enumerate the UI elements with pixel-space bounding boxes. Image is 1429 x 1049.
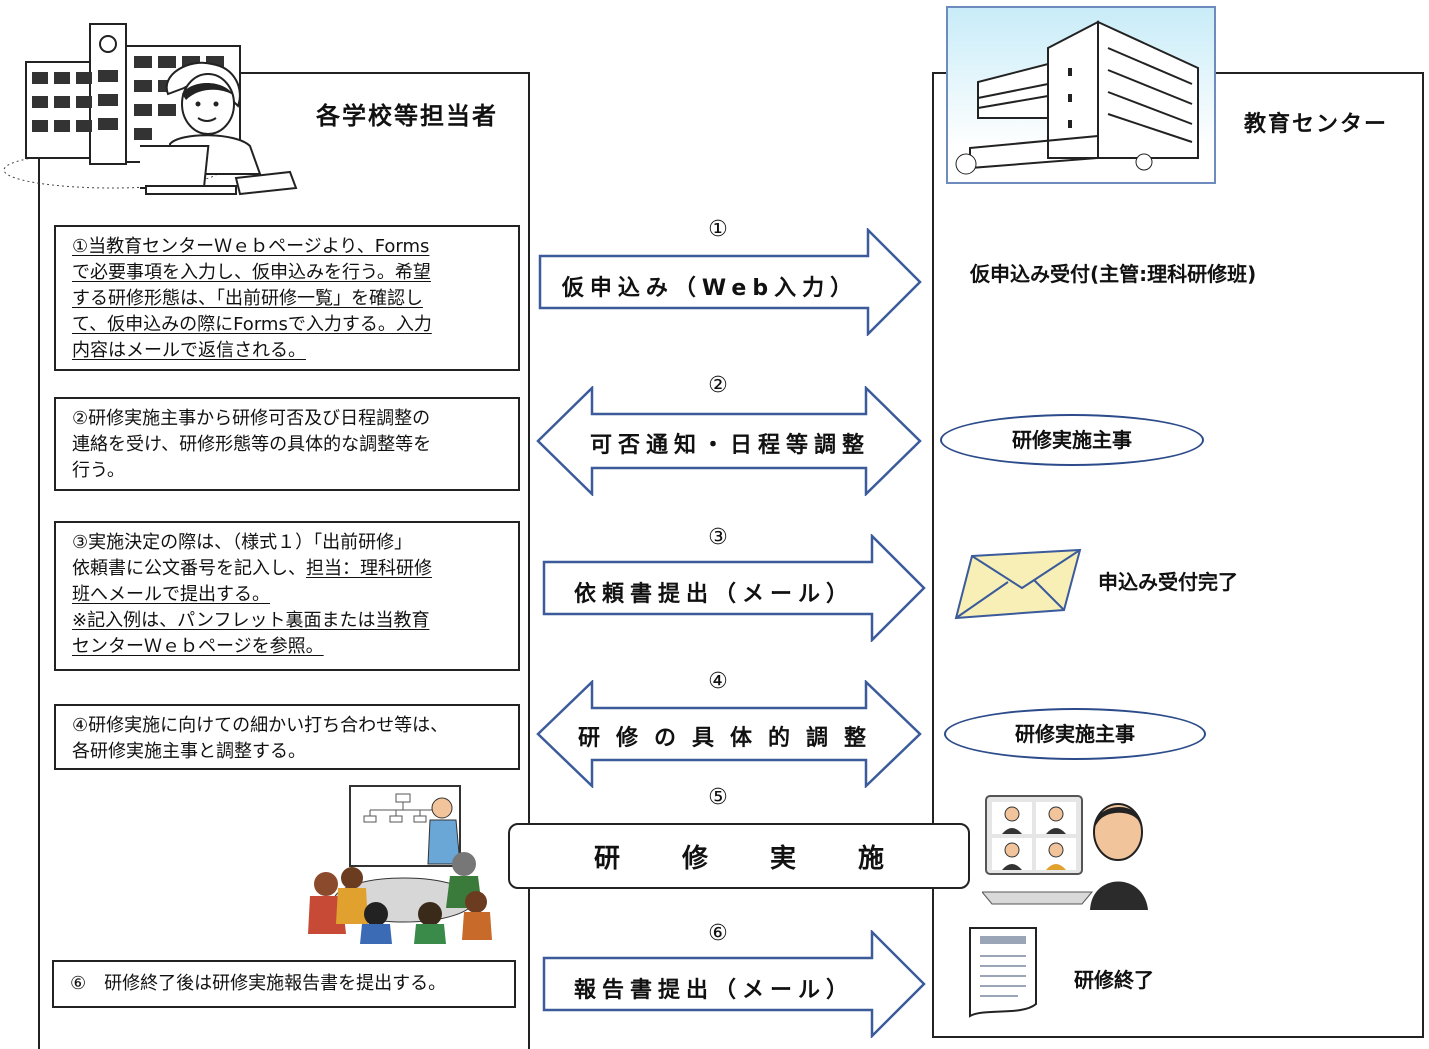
video-conference-icon [980,792,1162,912]
step1-note-line: する研修形態は、「出前研修一覧」を確認し [72,288,423,309]
teacher-laptop-icon [132,54,300,204]
step5-number: ⑤ [708,785,728,810]
step6-number: ⑥ [708,921,728,946]
step2-instructor-ellipse: 研修実施主事 [940,414,1204,466]
step4-instructor-ellipse: 研修実施主事 [944,708,1206,760]
step4-school-note: ④研修実施に向けての細かい打ち合わせ等は、 各研修実施主事と調整する。 [54,704,520,770]
step3-arrow-label: 依頼書提出（メール） [573,582,854,607]
step3-number: ③ [708,525,728,550]
document-icon [966,924,1042,1020]
step3-note-line: ※記入例は、パンフレット裏面または当教育 [72,610,430,631]
center-column-title: 教育センター [1244,112,1389,137]
step2-note-line: 連絡を受け、研修形態等の具体的な調整等を [72,434,432,455]
step3-right-arrow [542,534,926,642]
step1-note-line: で必要事項を入力し、仮申込みを行う。希望 [72,262,431,283]
step2-number: ② [708,373,728,398]
step4-note-line: ④研修実施に向けての細かい打ち合わせ等は、 [72,715,449,736]
step2-note-line: ②研修実施主事から研修可否及び日程調整の [72,408,431,429]
step1-arrow-label: 仮申込み（Web入力） [561,276,859,301]
step3-note-line: センターＷｅｂページを参照。 [72,636,324,657]
step4-number: ④ [708,669,728,694]
step2-double-arrow [536,386,922,496]
step3-note-line: 班へメールで提出する。 [72,584,270,605]
implementation-box: 研修実施 [508,823,970,889]
step1-note-line: て、仮申込みの際にFormsで入力する。入力 [72,314,432,335]
step4-note-line: 各研修実施主事と調整する。 [72,741,306,762]
step6-right-arrow [542,930,926,1038]
step1-note-line: 内容はメールで返信される。 [72,340,306,361]
step1-note-line: ①当教育センターＷｅｂページより、Forms [72,236,430,257]
envelope-icon [952,548,1084,620]
step3-note-line: 依頼書に公文番号を記入し、担当：理科研修 [72,558,432,579]
school-column-title: 各学校等担当者 [316,102,498,130]
education-center-building-icon [946,6,1216,184]
step2-note-line: 行う。 [72,460,125,481]
meeting-illustration-icon [300,784,496,944]
step6-arrow-label: 報告書提出（メール） [573,978,854,1003]
step3-note-line: ③実施決定の際は、（様式１）「出前研修」 [72,532,413,553]
step3-center-text: 申込み受付完了 [1098,570,1238,594]
step6-school-note: ⑥ 研修終了後は研修実施報告書を提出する。 [52,960,516,1008]
step1-school-note: ①当教育センターＷｅｂページより、Forms で必要事項を入力し、仮申込みを行う… [54,225,520,371]
step2-arrow-label: 可否通知・日程等調整 [589,433,870,458]
step2-school-note: ②研修実施主事から研修可否及び日程調整の 連絡を受け、研修形態等の具体的な調整等… [54,397,520,491]
step6-note-line: ⑥ 研修終了後は研修実施報告書を提出する。 [70,973,447,994]
step1-center-text: 仮申込み受付(主管:理科研修班) [970,262,1257,286]
step1-number: ① [708,217,728,242]
step3-school-note: ③実施決定の際は、（様式１）「出前研修」 依頼書に公文番号を記入し、担当：理科研… [54,521,520,671]
implementation-label: 研修実施 [593,843,946,874]
step1-right-arrow [538,228,922,336]
step6-center-text: 研修終了 [1074,968,1154,992]
step4-double-arrow [536,680,922,788]
step4-arrow-label: 研修の具体的調整 [577,726,882,751]
